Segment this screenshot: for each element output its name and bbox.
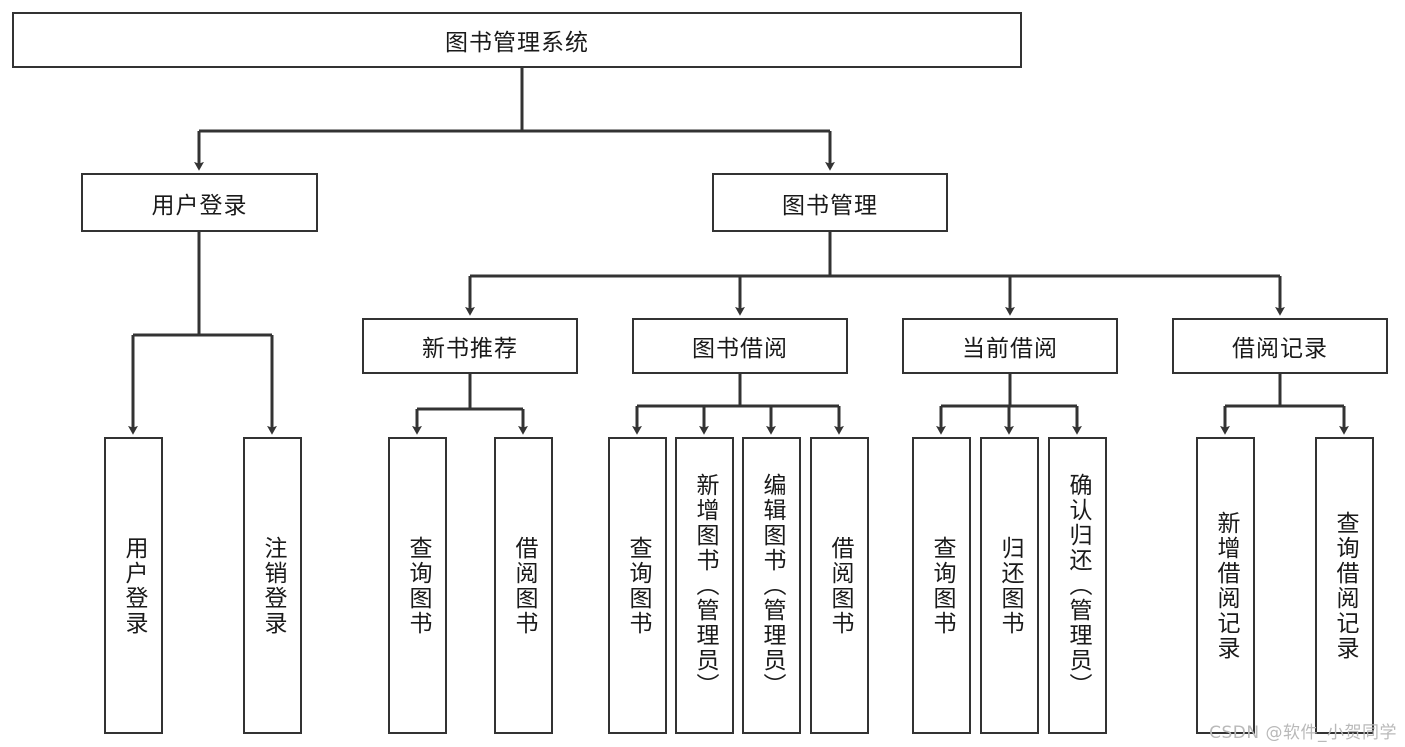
node-label: 图书管理系统 bbox=[445, 30, 589, 56]
node-leaf-borrow-book[interactable]: 借阅图书 bbox=[810, 437, 869, 734]
node-leaf-edit-book-admin[interactable]: 编辑图书（管理员） bbox=[742, 437, 801, 734]
node-label: 新书推荐 bbox=[422, 336, 518, 362]
node-label: 查询图书 bbox=[929, 535, 955, 636]
node-leaf-user-login[interactable]: 用户登录 bbox=[104, 437, 163, 734]
node-leaf-query-book-current[interactable]: 查询图书 bbox=[912, 437, 971, 734]
node-new-book-recommend[interactable]: 新书推荐 bbox=[362, 318, 578, 374]
node-label: 新增借阅记录 bbox=[1213, 510, 1239, 661]
node-leaf-query-book-borrow[interactable]: 查询图书 bbox=[608, 437, 667, 734]
node-label: 借阅记录 bbox=[1232, 336, 1328, 362]
node-label: 图书借阅 bbox=[692, 336, 788, 362]
node-label: 确认归还（管理员） bbox=[1065, 473, 1091, 698]
node-leaf-query-book-recommend[interactable]: 查询图书 bbox=[388, 437, 447, 734]
watermark: CSDN @软件_小贺同学 bbox=[1209, 723, 1397, 743]
node-user-login[interactable]: 用户登录 bbox=[81, 173, 318, 232]
node-leaf-logout-login[interactable]: 注销登录 bbox=[243, 437, 302, 734]
node-borrow-record[interactable]: 借阅记录 bbox=[1172, 318, 1388, 374]
node-label: 查询图书 bbox=[405, 535, 431, 636]
node-book-borrow[interactable]: 图书借阅 bbox=[632, 318, 848, 374]
node-label: 查询借阅记录 bbox=[1332, 510, 1358, 661]
node-label: 编辑图书（管理员） bbox=[759, 473, 785, 698]
node-label: 借阅图书 bbox=[827, 535, 853, 636]
node-label: 注销登录 bbox=[260, 535, 286, 636]
node-label: 当前借阅 bbox=[962, 336, 1058, 362]
node-leaf-add-book-admin[interactable]: 新增图书（管理员） bbox=[675, 437, 734, 734]
node-label: 查询图书 bbox=[625, 535, 651, 636]
node-leaf-return-book[interactable]: 归还图书 bbox=[980, 437, 1039, 734]
node-book-management-system[interactable]: 图书管理系统 bbox=[12, 12, 1022, 68]
node-leaf-query-borrow-record[interactable]: 查询借阅记录 bbox=[1315, 437, 1374, 734]
node-label: 借阅图书 bbox=[511, 535, 537, 636]
node-current-borrow[interactable]: 当前借阅 bbox=[902, 318, 1118, 374]
node-leaf-borrow-book-recommend[interactable]: 借阅图书 bbox=[494, 437, 553, 734]
node-label: 图书管理 bbox=[782, 192, 878, 219]
node-leaf-add-borrow-record[interactable]: 新增借阅记录 bbox=[1196, 437, 1255, 734]
node-book-management[interactable]: 图书管理 bbox=[712, 173, 948, 232]
node-label: 归还图书 bbox=[997, 535, 1023, 636]
node-label: 用户登录 bbox=[121, 535, 147, 636]
node-label: 用户登录 bbox=[151, 192, 248, 219]
node-label: 新增图书（管理员） bbox=[692, 473, 718, 698]
node-leaf-confirm-return-admin[interactable]: 确认归还（管理员） bbox=[1048, 437, 1107, 734]
